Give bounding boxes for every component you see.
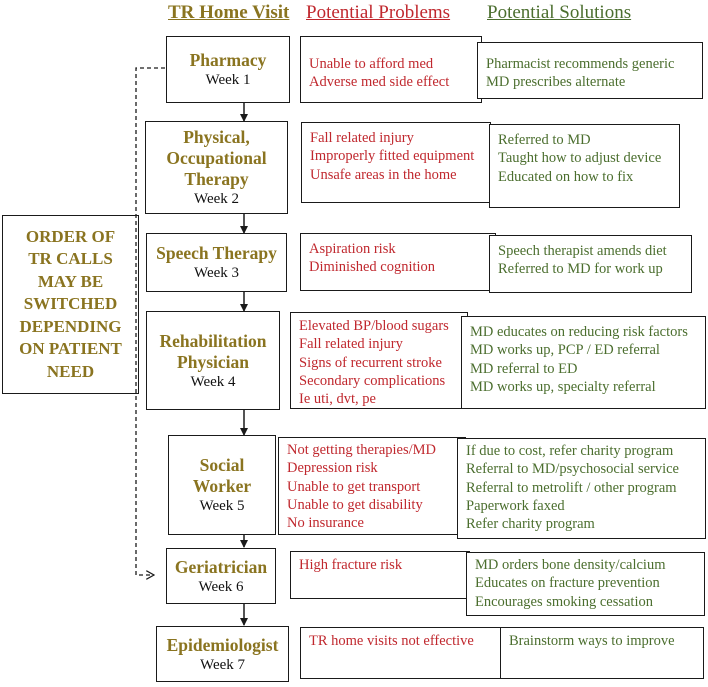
problem-item: Signs of recurrent stroke — [299, 354, 442, 371]
problem-item: Fall related injury — [299, 336, 403, 353]
problem-item: TR home visits not effective — [309, 633, 474, 649]
visit-week: Week 6 — [198, 578, 244, 595]
visit-box-epidemiologist: Epidemiologist Week 7 — [156, 626, 289, 682]
solution-item: Referred to MD for work up — [498, 261, 663, 278]
problem-item: High fracture risk — [299, 557, 403, 573]
problems-box-epidemiologist: TR home visits not effective — [300, 627, 507, 679]
solution-item: Educated on how to fix — [498, 168, 634, 185]
problem-item: Unable to get transport — [287, 478, 421, 495]
solution-item: Speech therapist amends diet — [498, 243, 667, 259]
visit-week: Week 4 — [190, 373, 236, 390]
visit-week: Week 1 — [205, 72, 251, 88]
solution-item: MD works up, PCP / ED referral — [470, 342, 660, 359]
solution-item: Encourages smoking cessation — [475, 593, 653, 610]
visit-name: Physical, — [183, 127, 250, 147]
solution-item: MD educates on reducing risk factors — [470, 324, 688, 340]
problem-item: Depression risk — [287, 460, 378, 477]
solution-item: Brainstorm ways to improve — [509, 633, 675, 649]
solution-item: Referred to MD — [498, 132, 591, 148]
visit-name: Geriatrician — [174, 556, 268, 577]
order-note-line: TR CALLS — [28, 249, 113, 269]
visit-name: Physician — [177, 351, 249, 372]
solution-item: MD orders bone density/calcium — [475, 557, 666, 573]
visit-box-social-worker: Social Worker Week 5 — [168, 435, 276, 535]
problem-item: No insurance — [287, 515, 364, 532]
solution-item: If due to cost, refer charity program — [466, 443, 674, 459]
solution-item: Educates on fracture prevention — [475, 575, 660, 592]
visit-name: Occupational — [166, 148, 267, 168]
visit-name: Rehabilitation — [159, 330, 267, 351]
solutions-box-social-worker: If due to cost, refer charity program Re… — [457, 438, 706, 539]
problem-item: Secondary complications — [299, 372, 446, 389]
problem-item: Diminished cognition — [309, 259, 436, 276]
problem-item: Unable to get disability — [287, 496, 423, 513]
visit-box-speech-therapy: Speech Therapy Week 3 — [146, 233, 287, 292]
problem-item: Ie uti, dvt, pe — [299, 391, 376, 408]
solutions-box-epidemiologist: Brainstorm ways to improve — [500, 627, 704, 679]
visit-name: Epidemiologist — [166, 634, 279, 655]
visit-name: Pharmacy — [189, 50, 267, 70]
problem-item: Unable to afford med — [309, 56, 434, 72]
visit-name: Therapy — [184, 169, 249, 189]
solutions-box-physical-occupational-therapy: Referred to MD Taught how to adjust devi… — [489, 124, 680, 208]
order-note-line: SWITCHED — [23, 294, 118, 314]
visit-name: Speech Therapy — [156, 243, 277, 263]
visit-name: Social — [199, 455, 245, 475]
solutions-box-speech-therapy: Speech therapist amends diet Referred to… — [489, 235, 692, 293]
solutions-box-pharmacy: Pharmacist recommends generic MD prescri… — [477, 42, 703, 99]
problems-box-social-worker: Not getting therapies/MD Depression risk… — [278, 437, 466, 535]
solution-item: Referral to metrolift / other program — [466, 479, 677, 496]
problems-box-geriatrician: High fracture risk — [290, 551, 470, 599]
visit-box-rehabilitation-physician: Rehabilitation Physician Week 4 — [146, 311, 280, 410]
solution-item: Pharmacist recommends generic — [486, 56, 675, 72]
problem-item: Unsafe areas in the home — [310, 166, 457, 183]
visit-box-pharmacy: Pharmacy Week 1 — [166, 36, 290, 103]
header-potential-problems: Potential Problems — [306, 2, 451, 23]
order-note-line: ON PATIENT — [19, 339, 122, 359]
problems-box-pharmacy: Unable to afford med Adverse med side ef… — [300, 36, 482, 103]
dashed-reorder-arrow — [135, 67, 165, 575]
problem-item: Fall related injury — [310, 130, 414, 146]
order-note-line: ORDER OF — [25, 226, 116, 246]
order-note-line: DEPENDING — [19, 316, 122, 336]
problem-item: Elevated BP/blood sugars — [299, 318, 449, 334]
visit-week: Week 2 — [193, 191, 240, 207]
solution-item: Referral to MD/psychosocial service — [466, 461, 679, 478]
problem-item: Adverse med side effect — [309, 74, 450, 91]
order-note-box: ORDER OF TR CALLS MAY BE SWITCHED DEPEND… — [2, 215, 139, 394]
solution-item: MD referral to ED — [470, 360, 578, 377]
header-potential-solutions: Potential Solutions — [487, 2, 632, 23]
visit-name: Worker — [192, 476, 252, 496]
visit-week: Week 5 — [199, 498, 245, 514]
problems-box-rehabilitation-physician: Elevated BP/blood sugars Fall related in… — [290, 312, 468, 409]
solution-item: Refer charity program — [466, 516, 595, 533]
problem-item: Improperly fitted equipment — [310, 148, 475, 165]
problems-box-physical-occupational-therapy: Fall related injury Improperly fitted eq… — [301, 122, 491, 203]
solution-item: Taught how to adjust device — [498, 150, 662, 167]
order-note-line: MAY BE — [37, 271, 104, 291]
solution-item: MD prescribes alternate — [486, 74, 626, 91]
problem-item: Not getting therapies/MD — [287, 442, 437, 458]
problem-item: Aspiration risk — [309, 241, 396, 257]
visit-week: Week 7 — [199, 656, 246, 673]
visit-box-geriatrician: Geriatrician Week 6 — [166, 548, 276, 604]
header-tr-home-visit: TR Home Visit — [168, 2, 290, 23]
visit-week: Week 3 — [193, 265, 240, 281]
problems-box-speech-therapy: Aspiration risk Diminished cognition — [300, 233, 496, 291]
solution-item: MD works up, specialty referral — [470, 378, 656, 395]
solutions-box-geriatrician: MD orders bone density/calcium Educates … — [466, 552, 705, 616]
solution-item: Paperwork faxed — [466, 497, 565, 514]
order-note-line: NEED — [46, 361, 95, 381]
visit-box-physical-occupational-therapy: Physical, Occupational Therapy Week 2 — [145, 121, 288, 214]
solutions-box-rehabilitation-physician: MD educates on reducing risk factors MD … — [461, 316, 706, 409]
